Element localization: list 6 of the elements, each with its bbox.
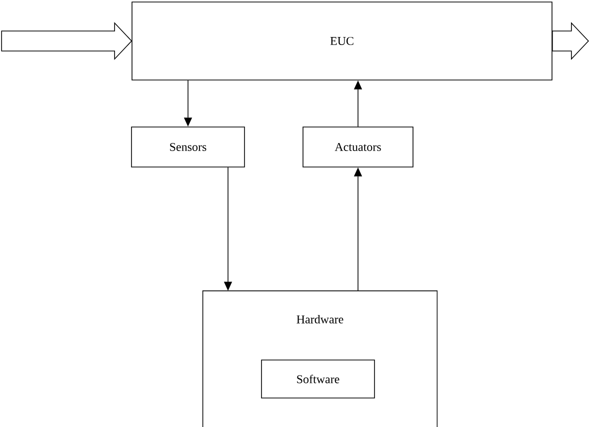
process-box: EUC <box>132 2 552 80</box>
process-box: Actuators <box>302 126 414 168</box>
hollow-arrow <box>1 22 132 60</box>
hollow-arrow <box>552 22 589 60</box>
process-box: Sensors <box>131 126 245 168</box>
process-box: Software <box>261 360 375 398</box>
